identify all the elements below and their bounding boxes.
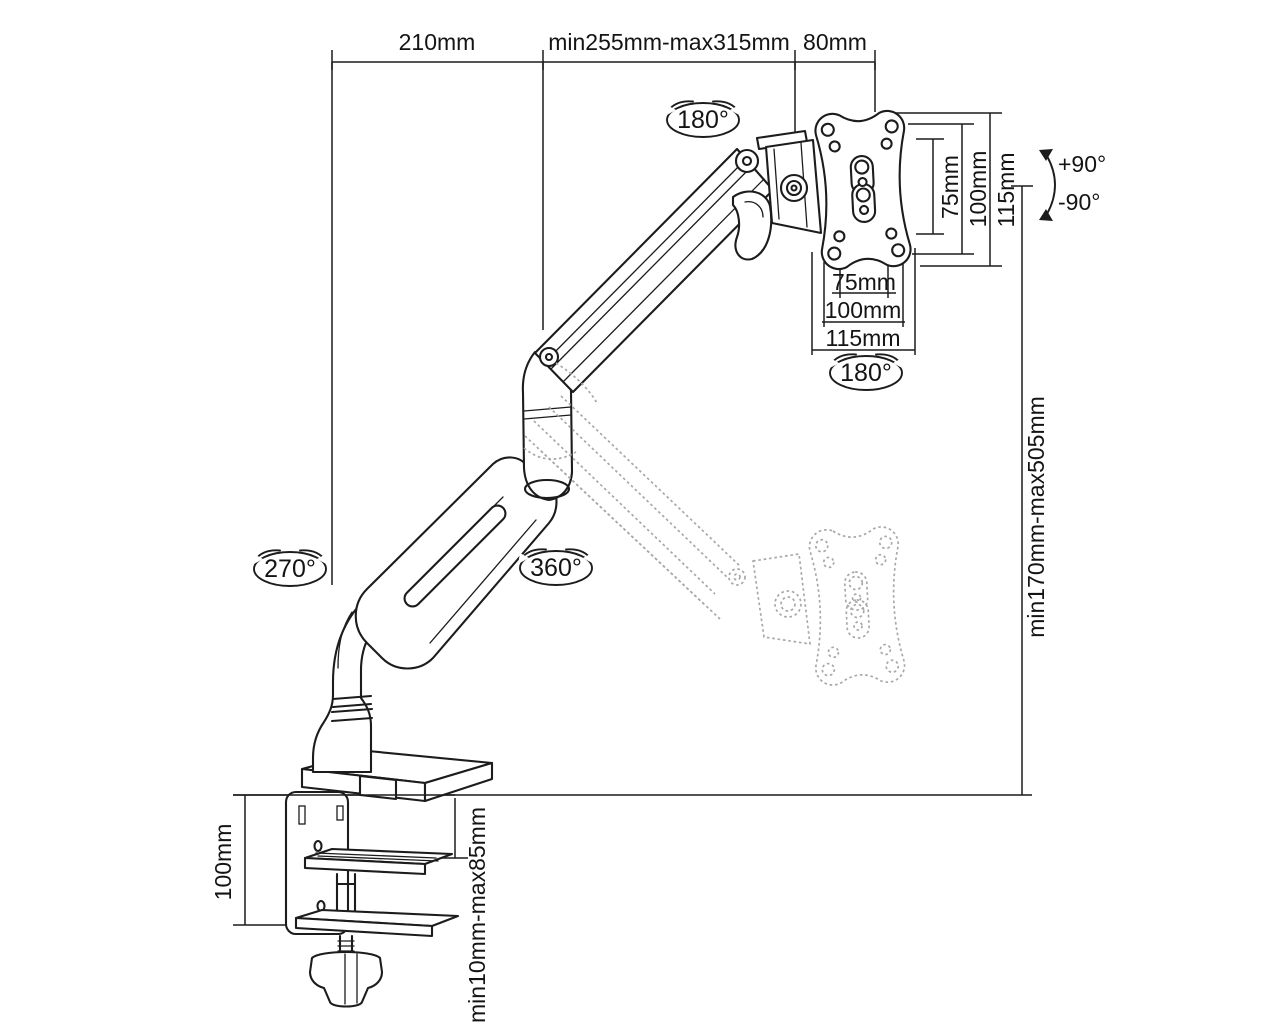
rotation-labels: 180° 180° 270° 360° +90° -90°: [264, 106, 1106, 583]
upper-arm: [533, 147, 775, 394]
ghost-vesa-plate: [807, 525, 907, 687]
height-range-label: min170mm-max505mm: [1023, 396, 1049, 638]
dimension-labels: 210mm min255mm-max315mm 80mm 75mm 100mm …: [210, 29, 1049, 1023]
ghost-head-bracket: [752, 553, 811, 645]
elbow-hinge-pin: [538, 346, 560, 368]
tilt-indicator: [1039, 149, 1056, 221]
desk-thickness-label: min10mm-max85mm: [464, 807, 490, 1023]
vesa-horizontal-100-label: 100mm: [825, 297, 902, 323]
dim-top-middle-label: min255mm-max315mm: [548, 29, 790, 55]
elbow-joint: [521, 350, 574, 502]
vesa-horizontal-75-label: 75mm: [832, 269, 896, 295]
head-swivel-label: 180°: [677, 106, 729, 134]
tilt-down-label: -90°: [1058, 189, 1100, 215]
clamp-knob: [308, 951, 384, 1008]
desk-clamp: [284, 790, 460, 1008]
dim-top-right-label: 80mm: [803, 29, 867, 55]
monitor-arm: [233, 109, 913, 1008]
cable-clip: [731, 190, 773, 261]
tilt-screw: [779, 173, 809, 203]
vesa-plate: [813, 109, 913, 271]
vesa-rotation-label: 180°: [840, 359, 892, 387]
clamp-height-label: 100mm: [210, 824, 236, 901]
forearm: [354, 456, 558, 670]
base-swivel-label: 270°: [264, 555, 316, 583]
head-bracket: [734, 129, 823, 235]
ghost-arm: [523, 362, 907, 687]
vesa-vertical-115-label: 115mm: [993, 153, 1019, 228]
top-hinge-pin: [734, 148, 760, 174]
dim-top-left-label: 210mm: [399, 29, 476, 55]
vesa-vertical-75-label: 75mm: [937, 155, 963, 219]
arm-swivel-label: 360°: [530, 554, 582, 582]
dimension-lines: [233, 50, 1033, 926]
base-riser: [311, 597, 388, 774]
vesa-horizontal-115-label: 115mm: [826, 325, 901, 351]
tilt-up-label: +90°: [1058, 151, 1106, 177]
vesa-vertical-100-label: 100mm: [965, 151, 991, 228]
